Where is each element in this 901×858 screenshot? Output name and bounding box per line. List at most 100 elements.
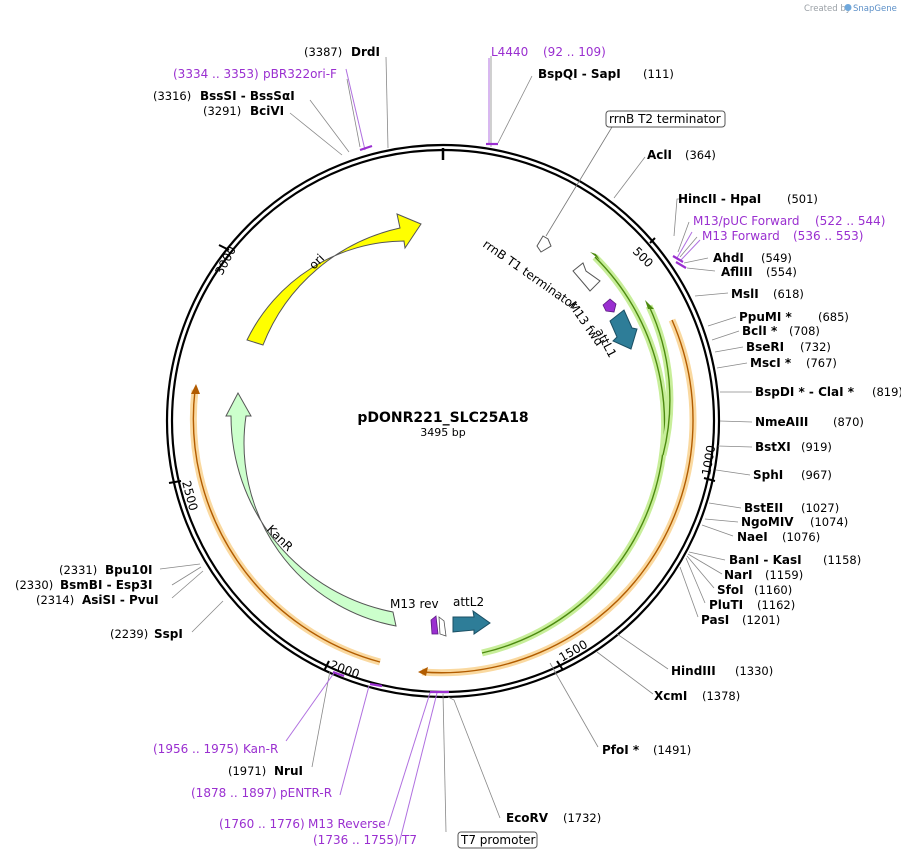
t7promoter-label: T7 promoter <box>460 833 536 847</box>
snapgene-logo-icon <box>844 4 852 11</box>
acli-pos: (364) <box>685 148 716 162</box>
pentr-name: pENTR-R <box>280 786 332 800</box>
drdi-pos: (3387) <box>304 45 342 59</box>
nrui-pos: (1971) <box>228 764 266 778</box>
bcli-name: BclI * <box>742 324 778 338</box>
kanr-primer-pos: (1956 .. 1975) <box>153 742 239 756</box>
m13fwd-feature <box>602 298 617 313</box>
drdi-name: DrdI <box>351 45 380 59</box>
ahdi-pos: (549) <box>761 251 792 265</box>
m13rev-feature <box>430 615 439 635</box>
m13fw-name: M13 Forward <box>702 229 780 243</box>
ori-feature <box>246 213 422 346</box>
naei-pos: (1076) <box>782 530 820 544</box>
m13fw-pos: (536 .. 553) <box>793 229 863 243</box>
nrui-name: NruI <box>274 764 303 778</box>
ecorv-name: EcoRV <box>506 811 549 825</box>
acli-name: AclI <box>647 148 672 162</box>
bspqi-pos: (111) <box>643 67 674 81</box>
orf-green-outer <box>481 256 666 654</box>
plasmid-name: pDONR221_SLC25A18 <box>357 410 528 426</box>
credit-prefix: Created by <box>804 4 851 14</box>
afliii-pos: (554) <box>766 265 797 279</box>
rrnbt1-feature <box>572 262 601 292</box>
ecorv-pos: (1732) <box>563 811 601 825</box>
ngomiv-name: NgoMIV <box>741 515 794 529</box>
orf-orange-left-head <box>191 384 200 394</box>
bspdi-pos: (819) <box>872 385 901 399</box>
tick-1000: 1000 <box>699 444 718 477</box>
pentr-pos: (1878 .. 1897) <box>191 786 277 800</box>
t7promoter-arrow <box>438 616 447 637</box>
ppumi-name: PpuMI * <box>739 310 793 324</box>
orf-orange-left <box>192 389 381 663</box>
ppumi-pos: (685) <box>818 310 849 324</box>
primer-leader-lines <box>285 58 701 845</box>
asisi-pos: (2314) <box>36 593 74 607</box>
attl2-label: attL2 <box>453 595 484 609</box>
pfoi-pos: (1491) <box>653 743 691 757</box>
msli-name: MslI <box>731 287 759 301</box>
m13puc-name: M13/pUC Forward <box>693 214 800 228</box>
tick-2000: 2000 <box>328 658 361 682</box>
bsteii-pos: (1027) <box>801 501 839 515</box>
hincii-pos: (501) <box>787 192 818 206</box>
bsmbi-pos: (2330) <box>15 578 53 592</box>
orf-green-outer-head <box>590 252 600 260</box>
bsteii-name: BstEII <box>744 501 783 515</box>
tick-3000: 3000 <box>212 244 239 278</box>
bsssi-name: BssSI - BssSαI <box>200 89 295 103</box>
rrnbt2-box <box>605 110 726 128</box>
bcli-pos: (708) <box>789 324 820 338</box>
m13puc-pos: (522 .. 544) <box>815 214 885 228</box>
sspi-name: SspI <box>154 627 183 641</box>
nmeaiii-name: NmeAIII <box>755 415 808 429</box>
hincii-name: HincII - HpaI <box>678 192 761 206</box>
rrnbt2-leader <box>545 126 613 237</box>
rrnbt2-label: rrnB T2 terminator <box>609 112 721 126</box>
bani-name: BanI - KasI <box>729 553 802 567</box>
pfoi-name: PfoI * <box>602 743 640 757</box>
xcmi-name: XcmI <box>654 689 687 703</box>
hindiii-name: HindIII <box>671 664 716 678</box>
ahdi-name: AhdI <box>713 251 744 265</box>
msli-pos: (618) <box>773 287 804 301</box>
primer-marks <box>332 142 687 694</box>
pluti-pos: (1162) <box>757 598 795 612</box>
bseri-name: BseRI <box>746 340 784 354</box>
ruler-ticks <box>168 237 716 672</box>
bani-pos: (1158) <box>823 553 861 567</box>
m13reverse-name: M13 Reverse <box>308 817 386 831</box>
plasmid-length: 3495 bp <box>420 426 465 439</box>
pasi-name: PasI <box>701 613 729 627</box>
ngomiv-pos: (1074) <box>810 515 848 529</box>
sphi-pos: (967) <box>801 468 832 482</box>
leader-lines <box>159 56 753 819</box>
pluti-name: PluTI <box>709 598 743 612</box>
kanr-feature <box>225 391 397 627</box>
attl1-feature <box>609 309 638 350</box>
hindiii-pos: (1330) <box>735 664 773 678</box>
bspdi-name: BspDI * - ClaI * <box>755 385 855 399</box>
m13reverse-pos: (1760 .. 1776) <box>219 817 305 831</box>
rrnbt1-label: rrnB T1 terminator <box>480 237 580 313</box>
sfoi-name: SfoI <box>717 583 744 597</box>
bstxi-name: BstXI <box>755 440 791 454</box>
l4440-name: L4440 <box>491 45 528 59</box>
msci-pos: (767) <box>806 356 837 370</box>
kanr-primer-name: Kan-R <box>243 742 278 756</box>
l4440-pos: (92 .. 109) <box>543 45 606 59</box>
msci-name: MscI * <box>750 356 792 370</box>
asisi-name: AsiSI - PvuI <box>82 593 159 607</box>
t7-pos: (1736 .. 1755) <box>313 833 399 847</box>
orf-green-inner <box>648 305 671 456</box>
nmeaiii-pos: (870) <box>833 415 864 429</box>
bsssi-pos: (3316) <box>153 89 191 103</box>
rrnbt2-feature <box>536 235 552 253</box>
t7promoter-box <box>457 831 538 849</box>
sspi-pos: (2239) <box>110 627 148 641</box>
t7promoter-leader <box>442 693 447 833</box>
sfoi-pos: (1160) <box>754 583 792 597</box>
pbr322-name: pBR322ori-F <box>263 67 337 81</box>
